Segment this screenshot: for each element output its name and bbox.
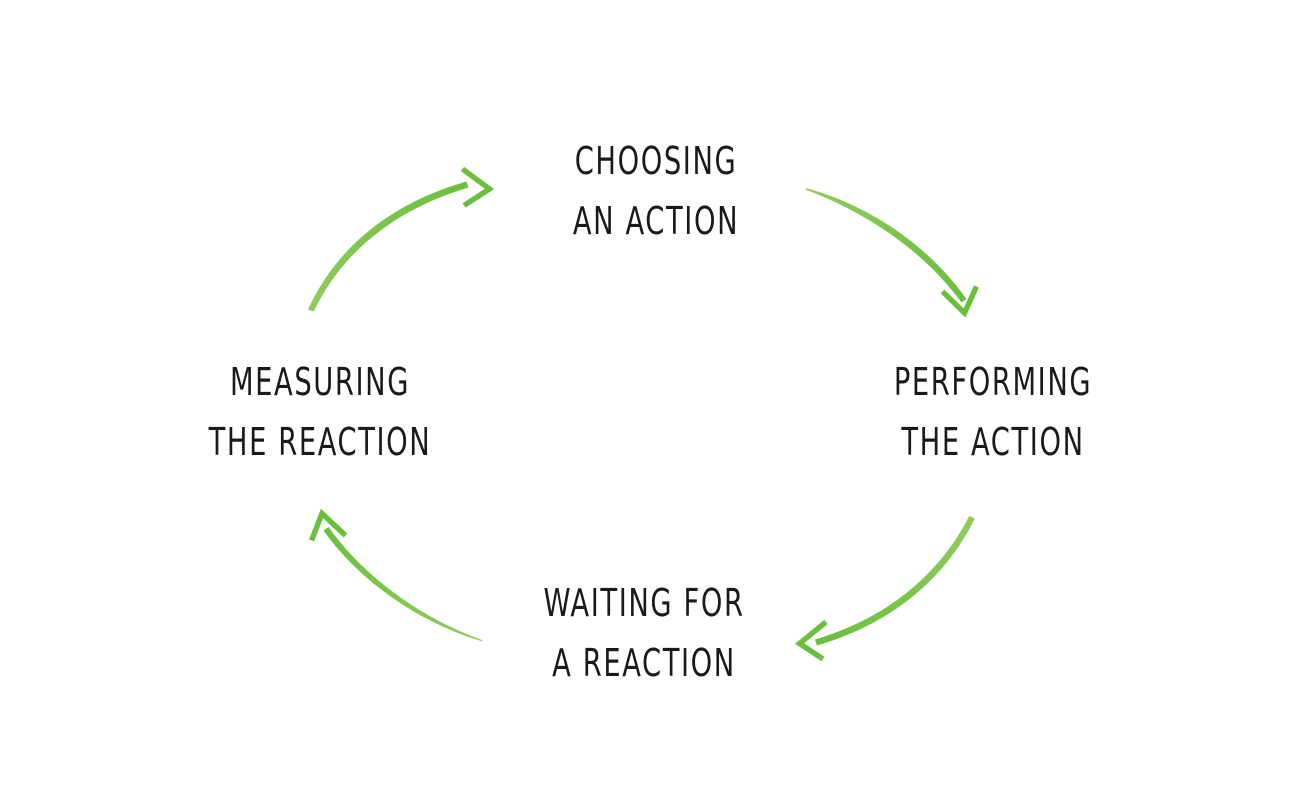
node-label-performing: PERFORMING THE ACTION (869, 352, 1117, 472)
node-label-measuring: MEASURING THE REACTION (181, 352, 459, 472)
node-performing-line1: PERFORMING (893, 360, 1093, 404)
node-measuring-line1: MEASURING (229, 360, 411, 404)
arrow-performing-to-waiting (794, 516, 975, 662)
node-waiting-line2: A REACTION (552, 641, 736, 686)
node-label-waiting: WAITING FOR A REACTION (518, 573, 769, 693)
arrow-measuring-to-choosing (308, 166, 495, 312)
arrow-waiting-to-measuring (308, 508, 483, 642)
node-label-choosing: CHOOSING AN ACTION (552, 131, 760, 251)
node-performing-line2: THE ACTION (901, 420, 1085, 465)
node-measuring-line2: THE REACTION (208, 420, 432, 465)
arrow-choosing-to-performing (805, 188, 979, 318)
node-choosing-line2: AN ACTION (572, 199, 740, 244)
node-choosing-line1: CHOOSING (574, 139, 738, 183)
node-waiting-line1: WAITING FOR (543, 581, 745, 625)
